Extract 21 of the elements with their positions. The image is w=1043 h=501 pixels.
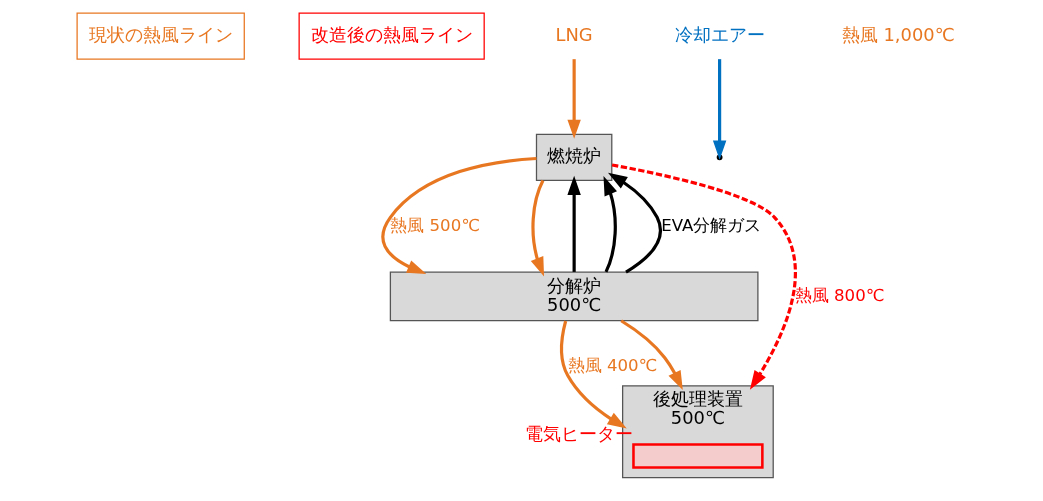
node-text: 冷却エアー — [674, 23, 765, 45]
arrow — [381, 156, 537, 274]
node-box: 現状の熱風ライン — [76, 12, 245, 60]
arrow — [567, 59, 581, 139]
edge-label: 熱風 800℃ — [794, 285, 885, 305]
arrow — [620, 319, 683, 391]
node-box: 分解炉 500℃ — [389, 271, 759, 322]
edge-label: 熱風 500℃ — [390, 215, 480, 235]
arrow — [611, 163, 797, 390]
edge-label: 熱風 400℃ — [567, 355, 658, 375]
node-text: LNG — [555, 23, 593, 45]
label: 熱風 1,000℃ — [841, 23, 955, 45]
edge-label: EVA分解ガス — [661, 215, 762, 235]
arrow — [560, 320, 627, 429]
arrow — [567, 175, 581, 272]
arrow — [603, 176, 617, 273]
node-box: 燃焼炉 — [535, 133, 613, 181]
arrow — [608, 172, 662, 274]
node-box — [632, 443, 764, 469]
node-box: 改造後の熱風ライン — [298, 12, 485, 60]
arrow — [530, 179, 545, 277]
